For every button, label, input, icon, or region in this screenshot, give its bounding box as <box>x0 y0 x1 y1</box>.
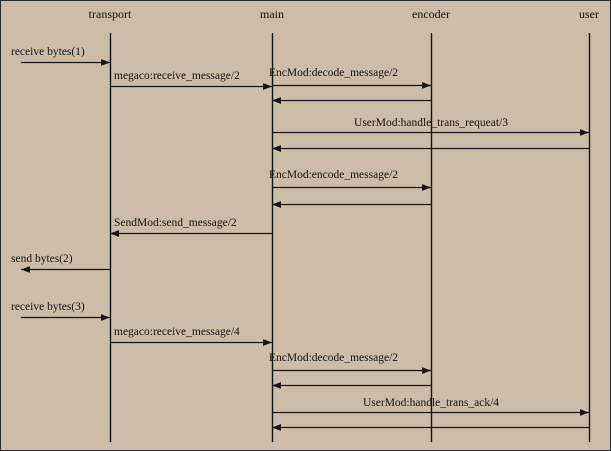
participant-label-encoder: encoder <box>412 7 450 21</box>
message-label-m3: EncMod:decode_message/2 <box>269 67 399 79</box>
arrowhead-m10 <box>21 266 30 273</box>
participant-label-user: user <box>579 7 599 21</box>
arrowhead-m14 <box>272 382 281 389</box>
arrowhead-m1 <box>101 59 110 66</box>
message-label-m5: UserMod:handle_trans_requeat/3 <box>354 117 508 129</box>
message-label-m12: megaco:receive_message/4 <box>114 326 240 338</box>
arrowhead-m6 <box>272 145 281 152</box>
arrowhead-m16 <box>272 424 281 431</box>
message-label-m7: EncMod:encode_message/2 <box>269 169 399 181</box>
arrowhead-m4 <box>272 97 281 104</box>
arrowhead-m12 <box>263 339 272 346</box>
message-arrow-group <box>21 59 589 431</box>
message-label-m10: send bytes(2) <box>11 253 73 265</box>
arrowhead-m3 <box>422 82 431 89</box>
arrowhead-m2 <box>263 83 272 90</box>
arrowhead-m5 <box>580 129 589 136</box>
message-label-m1: receive bytes(1) <box>11 46 85 58</box>
arrowhead-m8 <box>272 201 281 208</box>
message-label-m11: receive bytes(3) <box>11 301 85 313</box>
arrowhead-m15 <box>580 409 589 416</box>
message-label-m2: megaco:receive_message/2 <box>114 70 240 82</box>
arrowhead-m7 <box>422 184 431 191</box>
arrowhead-m9 <box>110 230 119 237</box>
participant-label-main: main <box>260 7 284 21</box>
arrowhead-m11 <box>101 314 110 321</box>
message-label-m15: UserMod:handle_trans_ack/4 <box>362 397 500 409</box>
lifeline-group <box>109 33 591 442</box>
arrowhead-m13 <box>422 367 431 374</box>
message-label-m9: SendMod:send_message/2 <box>114 217 237 229</box>
message-label-m13: EncMod:decode_message/2 <box>269 352 399 364</box>
participant-label-transport: transport <box>88 7 132 21</box>
